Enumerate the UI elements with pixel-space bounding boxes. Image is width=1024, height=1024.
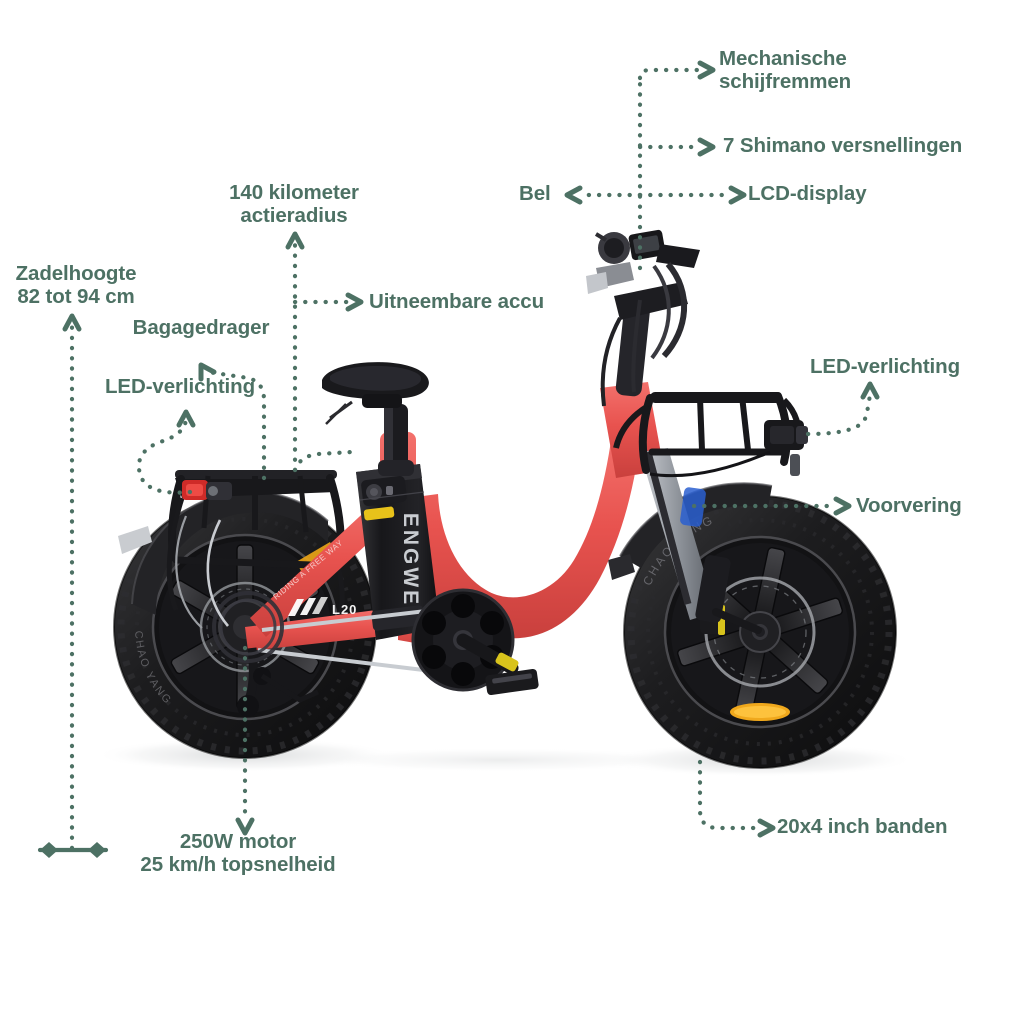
svg-text:L20: L20: [332, 602, 357, 617]
callout-label-led-verlichting-voor: LED-verlichting: [810, 355, 960, 378]
callout-label-uitneembare-accu: Uitneembare accu: [369, 290, 545, 313]
front-suspension-fork: [640, 448, 765, 637]
callout-label-zadelhoogte: Zadelhoogte 82 tot 94 cm: [15, 262, 137, 309]
callout-label-shimano-versnellingen: 7 Shimano versnellingen: [723, 134, 963, 157]
callout-label-led-verlichting-achter: LED-verlichting: [105, 375, 255, 398]
callout-label-bagagedrager: Bagagedrager: [132, 316, 270, 339]
callout-label-lcd-display: LCD-display: [748, 182, 867, 205]
callout-label-motor: 250W motor 25 km/h topsnelheid: [140, 830, 336, 877]
handlebar-assembly: [586, 229, 700, 407]
callout-label-bel: Bel: [519, 182, 551, 205]
drivetrain: [212, 588, 539, 717]
callout-label-actieradius: 140 kilometer actieradius: [229, 181, 359, 228]
callout-label-banden: 20x4 inch banden: [777, 815, 948, 838]
callout-label-voorvering: Voorvering: [856, 494, 962, 517]
callout-label-mechanische-schijfremmen: Mechanische schijfremmen: [719, 47, 852, 94]
svg-text:ENGWE: ENGWE: [399, 513, 422, 607]
saddle-and-seatpost: [322, 362, 429, 476]
front-carrier: [613, 392, 808, 478]
